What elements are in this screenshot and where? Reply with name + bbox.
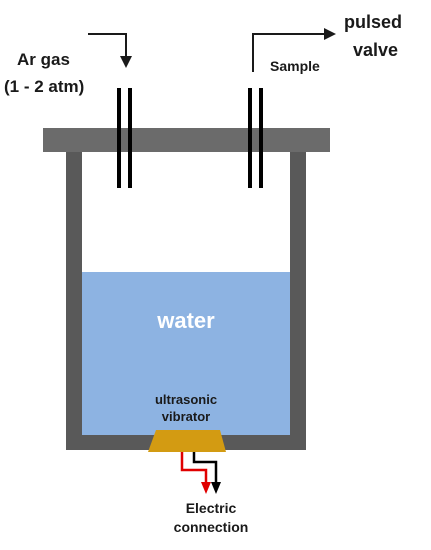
- pulsed-valve-label-line2: valve: [353, 40, 398, 60]
- wire-red-arrowhead: [201, 482, 211, 494]
- vessel-lid: [43, 128, 330, 152]
- water-fill: [82, 272, 290, 435]
- electric-connection-label-line2: connection: [174, 519, 249, 535]
- ar-gas-label: Ar gas: [17, 50, 70, 69]
- ar-gas-pressure-label: (1 - 2 atm): [4, 77, 84, 96]
- vessel-right-wall: [290, 150, 306, 450]
- water-label: water: [156, 308, 215, 333]
- vessel-left-wall: [66, 150, 82, 450]
- ultrasonic-vibrator: [148, 430, 226, 452]
- wire-black-arrowhead: [211, 482, 221, 494]
- valve-outflow-arrow: [252, 28, 336, 72]
- wire-red: [180, 452, 208, 484]
- pulsed-valve-label-line1: pulsed: [344, 12, 402, 32]
- vibrator-label-line1: ultrasonic: [155, 392, 217, 407]
- wire-black: [192, 452, 218, 484]
- vibrator-label-line2: vibrator: [162, 409, 210, 424]
- gas-inflow-arrow: [88, 33, 132, 68]
- sample-outlet-tube: [248, 88, 263, 188]
- gas-inlet-tube: [117, 88, 132, 188]
- sample-label: Sample: [270, 58, 320, 74]
- electric-wires: [180, 452, 221, 494]
- electric-connection-label-line1: Electric: [186, 500, 237, 516]
